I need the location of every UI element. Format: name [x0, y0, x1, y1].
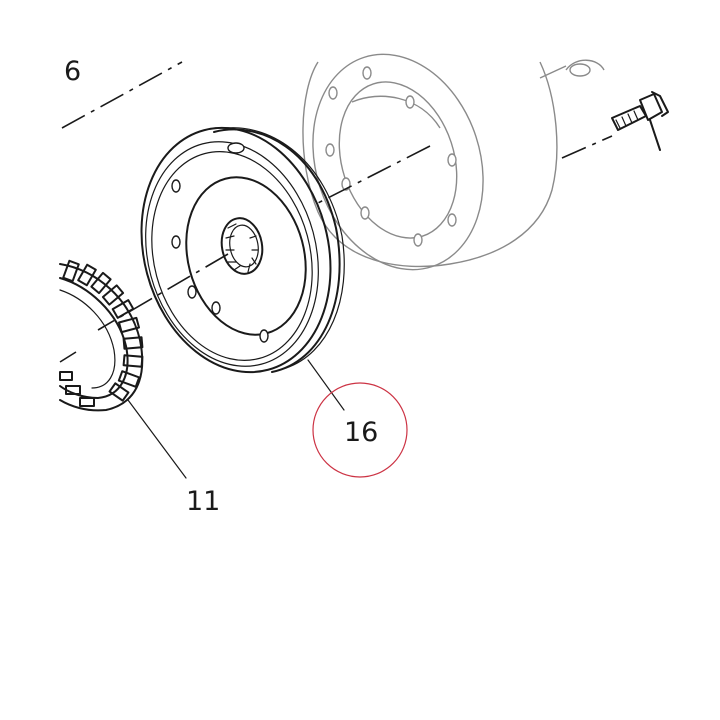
part-6-axis-line	[61, 61, 183, 129]
part-11-sprag-cage	[59, 259, 144, 412]
center-axis-line	[59, 145, 431, 363]
highlight-circle-16	[312, 382, 408, 478]
splined-hub	[220, 217, 264, 275]
sprag-elements	[59, 259, 144, 407]
leader-line-11	[127, 399, 187, 479]
callout-6: 6	[64, 56, 81, 87]
part-16-flange-disc	[140, 126, 345, 374]
bolt	[561, 91, 669, 159]
callout-11: 11	[186, 486, 220, 517]
housing-bolt-holes	[325, 66, 457, 247]
leader-line-16	[307, 359, 345, 411]
callout-16: 16	[344, 417, 378, 448]
housing-drum	[302, 53, 605, 271]
disc-bolt-holes	[171, 179, 269, 343]
